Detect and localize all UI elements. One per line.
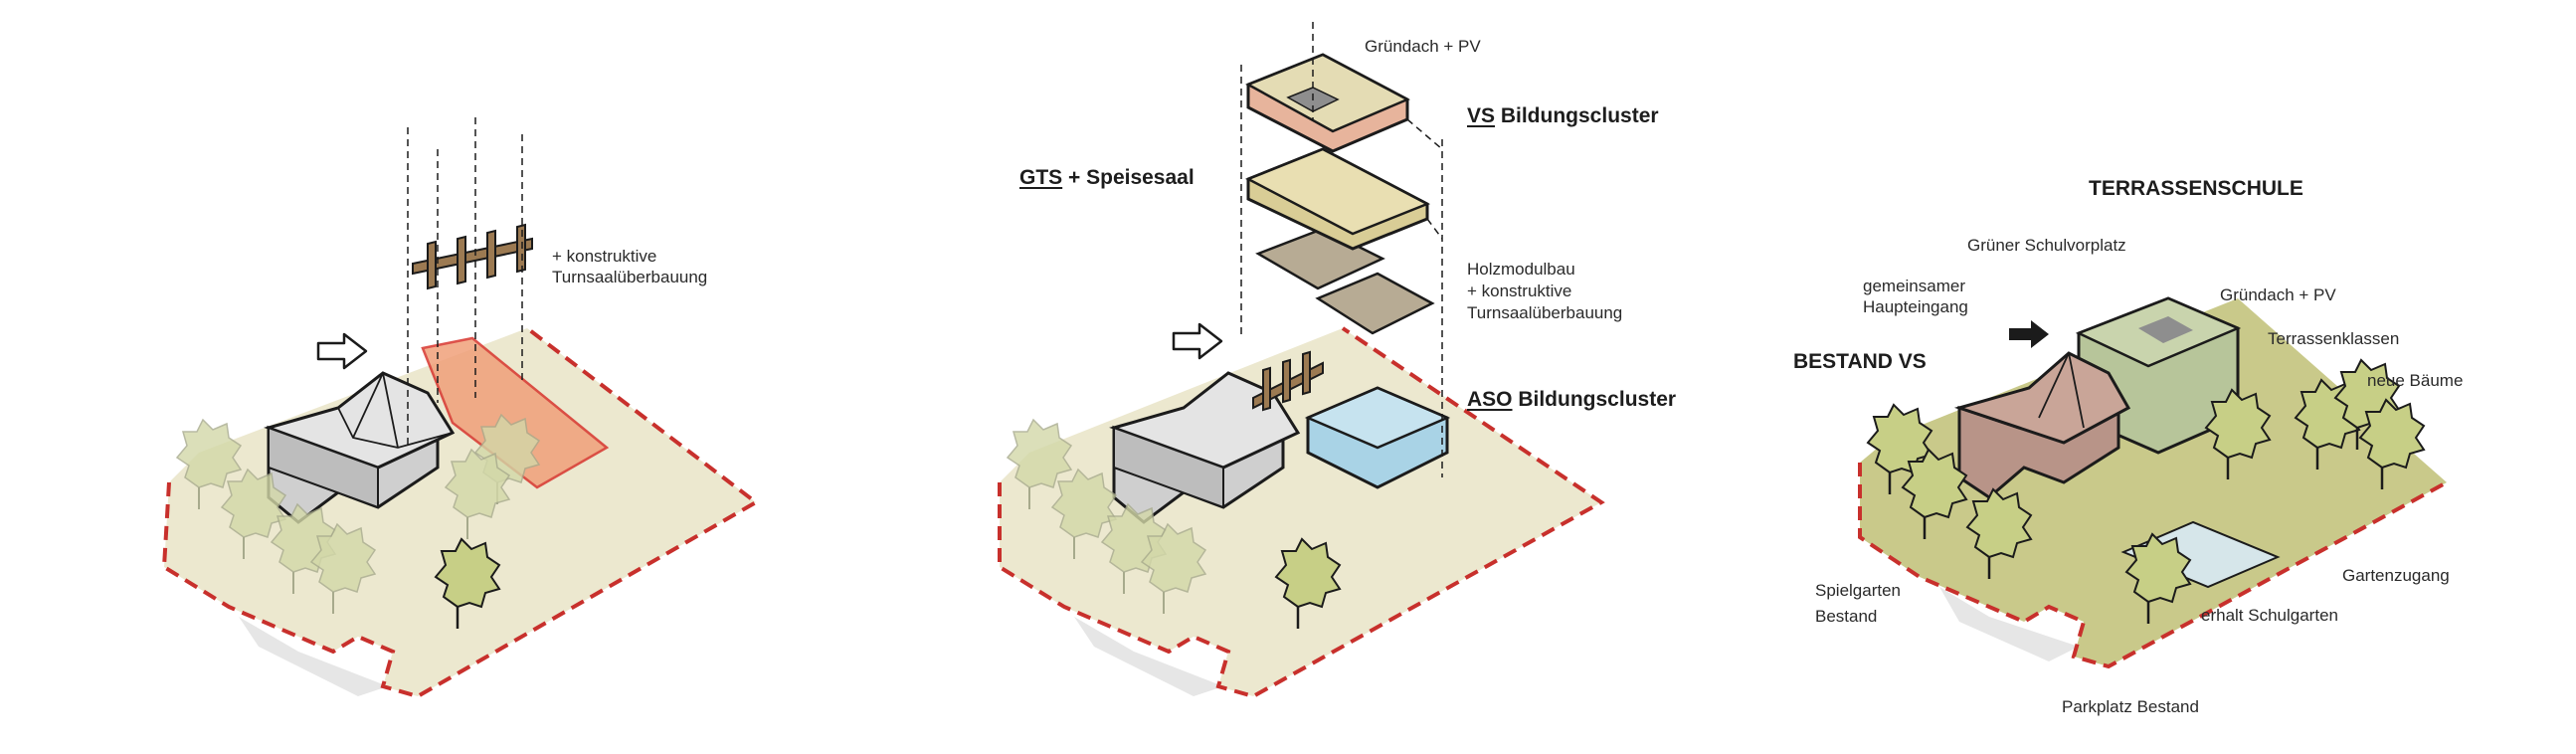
label-steel-2: Turnsaalüberbauung	[552, 268, 708, 286]
addition-footprint-1	[421, 336, 610, 489]
green-roof-layer	[1245, 53, 1410, 153]
panel-1-existing-plus-steel	[161, 117, 760, 699]
existing-school-3	[1953, 351, 2131, 499]
label-aso-bildungscluster: ASO Bildungscluster	[1467, 388, 1677, 411]
label-holzmodulbau-3: Turnsaalüberbauung	[1467, 303, 1623, 322]
label-vorplatz: Grüner Schulvorplatz	[1967, 236, 2126, 255]
holzmodul-plate-2	[1315, 272, 1435, 335]
label-eingang-1: gemeinsamer	[1863, 277, 1965, 295]
label-gruendach-3: Gründach + PV	[2220, 285, 2336, 304]
label-neue-baeume: neue Bäume	[2367, 371, 2464, 390]
label-parkplatz: Parkplatz Bestand	[2062, 697, 2199, 716]
panel-3-terrace-school	[1858, 296, 2448, 669]
label-schulgarten: erhalt Schulgarten	[2201, 606, 2338, 625]
vs-layer	[1245, 147, 1430, 251]
label-terrassenschule: TERRASSENSCHULE	[2089, 177, 2303, 200]
label-gts-speisesaal: GTS + Speisesaal	[1019, 166, 1195, 189]
site-boundary-3	[1858, 463, 2448, 669]
label-holzmodulbau-2: + konstruktive	[1467, 282, 1572, 300]
aso-volume	[1304, 386, 1451, 489]
label-spielgarten-2: Bestand	[1815, 607, 1878, 626]
label-spielgarten-1: Spielgarten	[1815, 581, 1902, 600]
label-holzmodulbau-1: Holzmodulbau	[1467, 260, 1575, 279]
label-vs-bildungscluster: VS Bildungscluster	[1467, 104, 1659, 127]
label-bestand-vs: BESTAND VS	[1793, 350, 1927, 373]
site-boundary-2	[998, 326, 1605, 699]
label-gruendach-pv: Gründach + PV	[1365, 37, 1481, 56]
label-steel-1: + konstruktive	[552, 247, 657, 266]
existing-school-2	[1109, 371, 1301, 524]
label-eingang-2: Haupteingang	[1863, 297, 1968, 316]
existing-school-1	[264, 371, 456, 524]
site-boundary-1	[161, 326, 760, 699]
label-terrassenklassen: Terrassenklassen	[2268, 329, 2400, 348]
site-ground-3	[1860, 298, 2447, 666]
label-gartenzugang: Gartenzugang	[2342, 566, 2450, 585]
steel-frames-1	[412, 223, 533, 290]
panel-2-exploded-axonometric	[998, 22, 1605, 699]
